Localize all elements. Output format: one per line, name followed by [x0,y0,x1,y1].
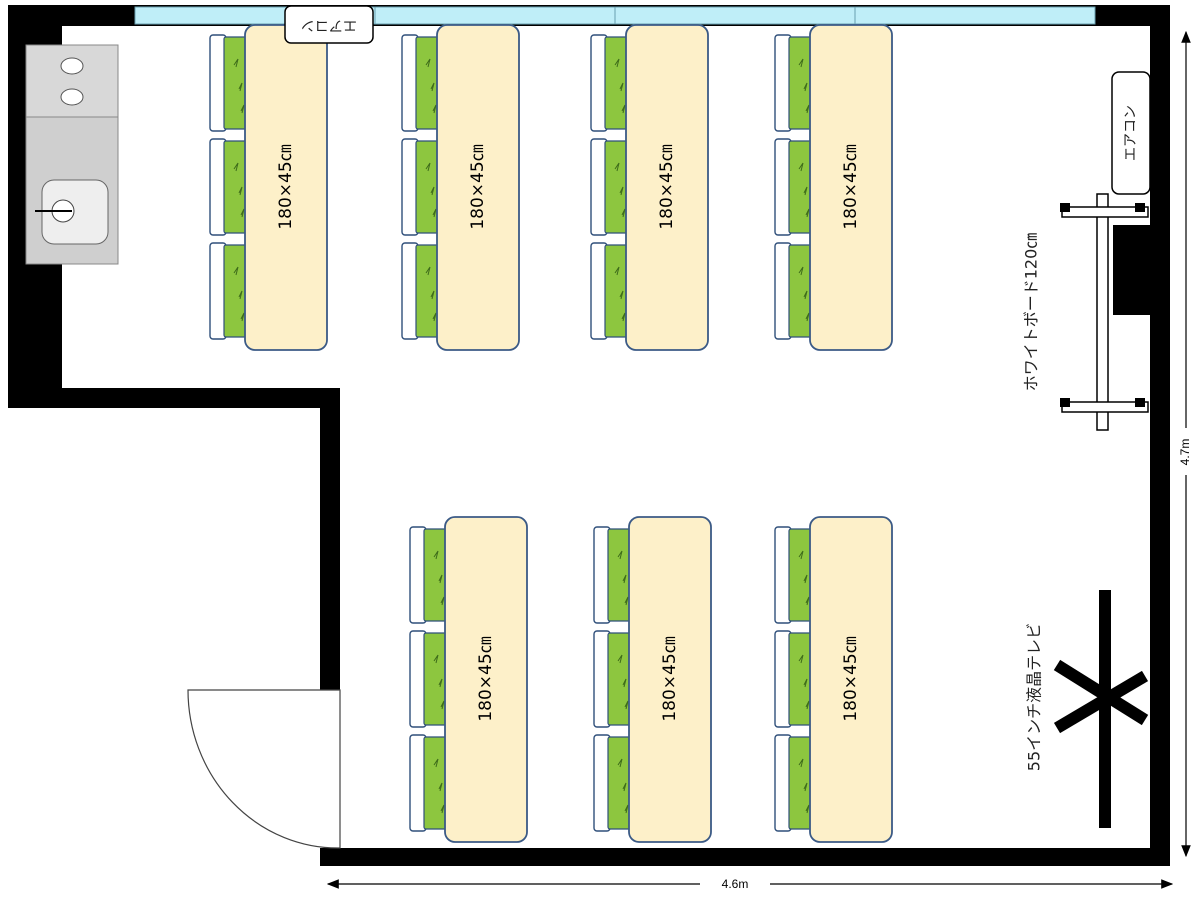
door-swing-icon [187,689,341,849]
chair [209,34,249,132]
chair [774,34,814,132]
table-label: 180×45㎝ [657,144,677,229]
table-label: 180×45㎝ [660,636,680,721]
window [134,6,1096,25]
chair [774,526,814,624]
chair [209,242,249,340]
dimension-height: 4.7m [1178,30,1192,858]
chair [590,242,630,340]
height-label: 4.7m [1178,439,1192,466]
whiteboard-icon: ホワイトボード120㎝ [1022,193,1149,431]
aircon-right: エアコン [1111,71,1151,195]
aircon-top: エアコン [284,5,374,44]
table-label: 180×45㎝ [476,636,496,721]
right-pillar [1113,225,1150,315]
whiteboard-label: ホワイトボード120㎝ [1022,233,1041,392]
table-unit: 180×45㎝ [774,24,893,351]
aircon-right-label: エアコン [1123,105,1139,161]
chair [593,526,633,624]
chair [590,138,630,236]
chair [593,630,633,728]
chair [409,734,449,832]
width-label: 4.6m [722,877,749,891]
table-unit: 180×45㎝ [209,24,328,351]
chair [409,630,449,728]
table-top [809,24,893,351]
chair [593,734,633,832]
chair [209,138,249,236]
chair [401,138,441,236]
tables-group: 180×45㎝ 180×45㎝ 180×45㎝ 180×45㎝ 180×45㎝ 180×4… [209,24,893,843]
kitchenette [25,44,119,265]
chair [401,242,441,340]
chair [401,34,441,132]
chair [774,138,814,236]
table-unit: 180×45㎝ [593,516,712,843]
table-unit: 180×45㎝ [401,24,520,351]
table-top [436,24,520,351]
dimension-width: 4.6m [326,877,1174,891]
stove-icon [25,44,119,118]
chair [774,242,814,340]
chair [409,526,449,624]
chair [774,734,814,832]
aircon-top-label: エアコン [301,17,357,33]
chair [590,34,630,132]
table-unit: 180×45㎝ [774,516,893,843]
table-unit: 180×45㎝ [409,516,528,843]
walls [8,5,1170,866]
table-top [809,516,893,843]
table-label: 180×45㎝ [468,144,488,229]
table-unit: 180×45㎝ [590,24,709,351]
table-label: 180×45㎝ [276,144,296,229]
table-top [625,24,709,351]
outer-wall [8,5,1170,866]
table-label: 180×45㎝ [841,144,861,229]
tv-stand-icon: 55インチ液晶テレビ [1025,590,1149,828]
chair [774,630,814,728]
table-top [444,516,528,843]
table-label: 180×45㎝ [841,636,861,721]
table-top [628,516,712,843]
tv-label: 55インチ液晶テレビ [1025,623,1044,771]
